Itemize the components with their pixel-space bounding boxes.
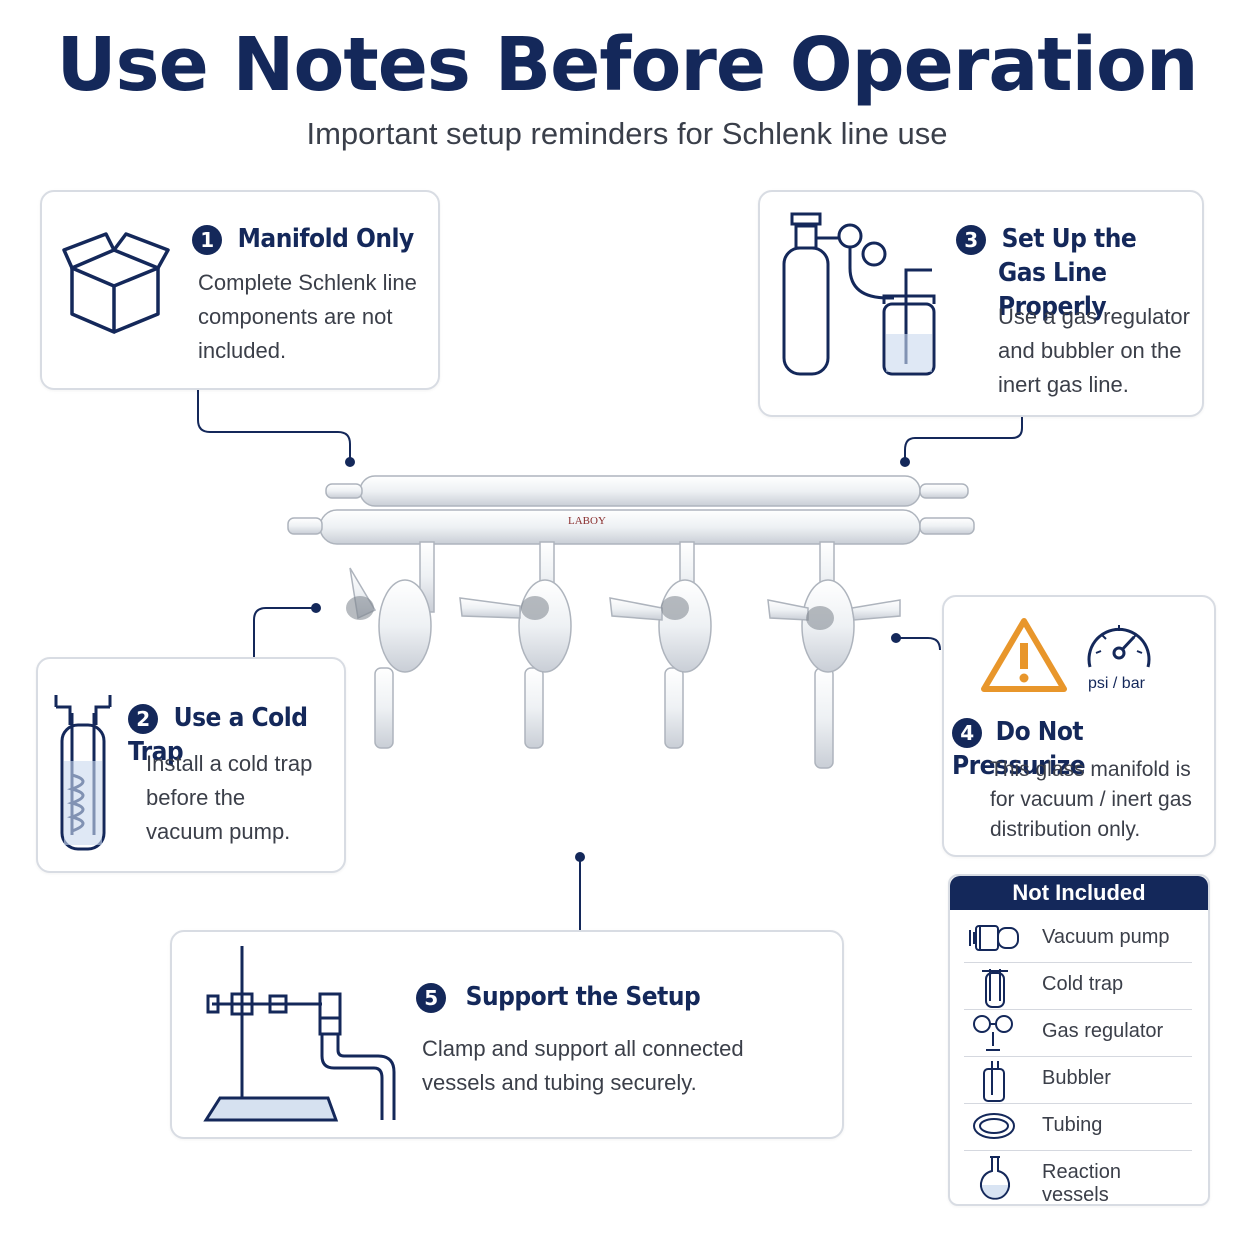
card-title: Manifold Only xyxy=(237,224,415,254)
page-title: Use Notes Before Operation xyxy=(56,22,1198,108)
bubbler-icon xyxy=(983,1061,1005,1102)
tubing-icon xyxy=(973,1113,1015,1139)
not-included-panel: Not Included Vacuum pump Cold trap Gas r… xyxy=(948,874,1210,1206)
card-title: Use a Cold Trap xyxy=(128,703,308,767)
connector-3 xyxy=(904,416,1023,458)
box-icon xyxy=(62,232,170,334)
connector-4 xyxy=(900,637,941,651)
list-item: Bubbler xyxy=(964,1057,1192,1104)
vacuum-pump-icon xyxy=(969,925,1019,951)
gas-cylinder-icon xyxy=(782,212,936,376)
note-card-do-not-pressurize: psi / bar 4 Do Not Pressurize This glass… xyxy=(942,595,1216,857)
pressure-gauge-icon xyxy=(1087,625,1151,668)
step-number-1: 1 xyxy=(192,225,222,255)
connector-1 xyxy=(197,390,351,458)
page-subtitle: Important setup reminders for Schlenk li… xyxy=(306,116,948,151)
step-number-2: 2 xyxy=(128,704,158,734)
gauge-unit-label: psi / bar xyxy=(1088,675,1145,692)
list-item: Vacuum pump xyxy=(964,916,1192,963)
list-item: Reaction vessels xyxy=(964,1151,1192,1206)
brand-label: LABOY xyxy=(568,515,606,527)
clamp-stand-icon xyxy=(203,946,396,1122)
connector-2 xyxy=(253,607,312,657)
step-number-4: 4 xyxy=(952,718,982,748)
card-title: Set Up the xyxy=(1001,224,1137,254)
card-title: Support the Setup xyxy=(465,982,701,1012)
list-item: Tubing xyxy=(964,1104,1192,1151)
note-card-support-setup: 5 Support the Setup Clamp and support al… xyxy=(170,930,844,1139)
step-number-3: 3 xyxy=(956,225,986,255)
not-included-title: Not Included xyxy=(950,876,1208,910)
gas-regulator-icon xyxy=(973,1015,1013,1051)
list-item: Gas regulator xyxy=(964,1010,1192,1057)
list-item: Cold trap xyxy=(964,963,1192,1010)
cold-trap-icon xyxy=(982,969,1008,1008)
warning-icon xyxy=(981,618,1067,692)
flask-icon xyxy=(980,1156,1010,1200)
card-title: Do Not Pressurize xyxy=(952,717,1086,781)
note-card-gas-line: 3 Set Up the Gas Line Properly Use a gas… xyxy=(758,190,1204,417)
cold-trap-icon xyxy=(54,695,112,851)
step-number-5: 5 xyxy=(416,983,446,1013)
schlenk-manifold-image: LABOY xyxy=(287,475,975,769)
